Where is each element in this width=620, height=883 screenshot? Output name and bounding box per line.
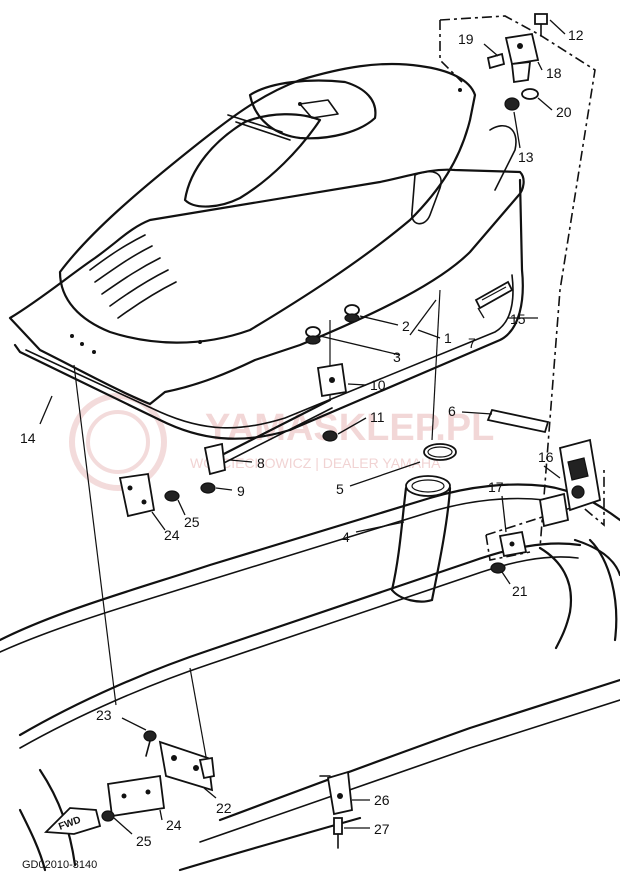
callout-21: 21 <box>512 583 528 599</box>
catch-part <box>498 530 528 558</box>
leader-lines <box>39 19 566 835</box>
callout-17: 17 <box>488 479 504 495</box>
screw-part-27 <box>333 817 343 849</box>
bolt-part-9 <box>200 482 216 494</box>
callout-6: 6 <box>448 403 456 419</box>
bracket-part-26 <box>319 770 353 816</box>
hinge-part <box>504 32 540 84</box>
callout-24-upper: 24 <box>164 527 180 543</box>
clamp-part <box>423 443 457 461</box>
callout-12: 12 <box>568 27 584 43</box>
plate-part-upper <box>118 472 156 518</box>
nut-part <box>322 430 338 442</box>
callout-4: 4 <box>342 529 350 545</box>
callout-16: 16 <box>538 449 554 465</box>
fwd-arrow: FWD <box>43 807 102 835</box>
latch-box <box>485 470 605 561</box>
bolt-part-23 <box>143 730 157 757</box>
bolt-part-12 <box>534 13 548 37</box>
callout-3: 3 <box>393 349 401 365</box>
nut-part-13 <box>504 97 520 111</box>
washer-part <box>521 88 539 100</box>
nut-part-21 <box>490 562 506 574</box>
callout-22: 22 <box>216 800 232 816</box>
shim-part <box>486 52 506 70</box>
callout-26: 26 <box>374 792 390 808</box>
watermark-logo: YAMASKLEP.PL WOJCIECHOWICZ | DEALER YAMA… <box>69 393 494 491</box>
callout-15: 15 <box>510 311 526 327</box>
callout-2: 2 <box>402 318 410 334</box>
rod-part <box>203 398 333 476</box>
pad-part <box>474 280 514 310</box>
callout-20: 20 <box>556 104 572 120</box>
latch-part <box>538 438 602 528</box>
vent-pipe <box>390 475 452 603</box>
diagram-code: GD02010-3140 <box>22 859 97 871</box>
callout-5: 5 <box>336 481 344 497</box>
callout-19: 19 <box>458 31 474 47</box>
callout-25-upper: 25 <box>184 514 200 530</box>
callout-8: 8 <box>257 455 265 471</box>
strap-part <box>486 408 550 434</box>
callout-labels: 1 2 3 4 5 6 7 8 9 10 11 12 13 14 15 16 1… <box>20 27 584 849</box>
callout-7: 7 <box>468 335 476 351</box>
callout-25-lower: 25 <box>136 833 152 849</box>
callout-13: 13 <box>518 149 534 165</box>
watermark-subtitle: WOJCIECHOWICZ | DEALER YAMAHA <box>190 455 441 471</box>
callout-23: 23 <box>96 707 112 723</box>
callout-11: 11 <box>370 409 385 425</box>
hinge-assembly-box <box>439 15 596 549</box>
callout-1: 1 <box>444 330 452 346</box>
hook-bracket <box>158 740 215 792</box>
callout-10: 10 <box>370 377 386 393</box>
callout-9: 9 <box>237 483 245 499</box>
callout-14: 14 <box>20 430 36 446</box>
stopper-part <box>305 304 360 345</box>
bracket-part <box>316 362 348 398</box>
seat-assembly <box>8 62 525 440</box>
callout-18: 18 <box>546 65 562 81</box>
callout-27: 27 <box>374 821 390 837</box>
plate-part-lower <box>106 774 166 818</box>
callout-24-lower: 24 <box>166 817 182 833</box>
